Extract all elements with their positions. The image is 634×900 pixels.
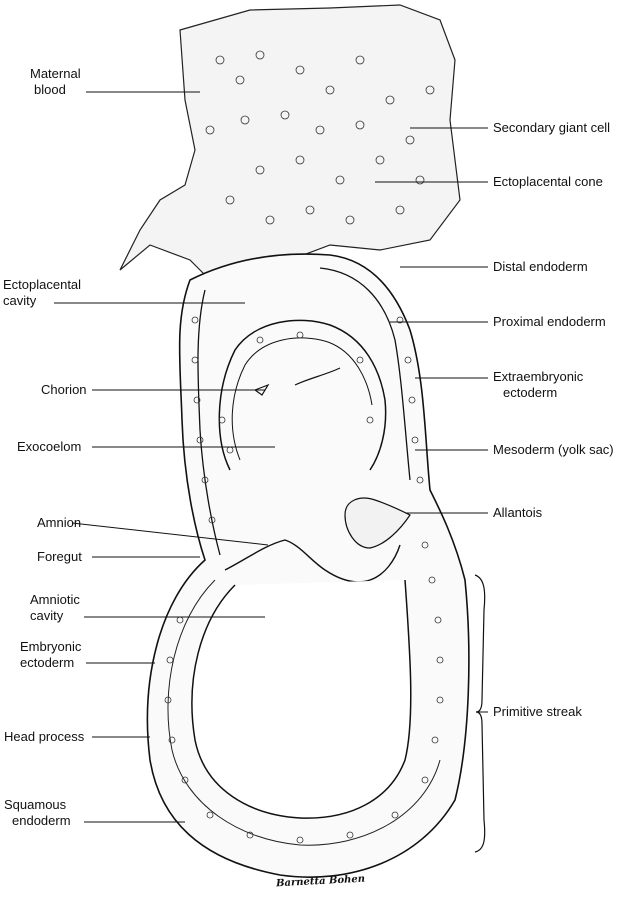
chorion-fold-inner — [231, 337, 373, 461]
label-amniotic-cavity: Amniotic cavity — [30, 592, 80, 624]
label-squamous-endoderm: Squamous endoderm — [4, 797, 71, 829]
label-embryonic-ectoderm-line2: ectoderm — [20, 655, 75, 670]
amnion-membrane — [224, 539, 401, 583]
label-embryonic-ectoderm: Embryonic ectoderm — [20, 639, 81, 671]
embryonic-layer-mid — [167, 579, 441, 846]
label-maternal-blood: Maternal blood — [30, 66, 81, 98]
label-ectoplacental-cavity-line1: Ectoplacental — [3, 277, 82, 292]
label-secondary-giant-cell: Secondary giant cell — [493, 120, 611, 135]
cell-texture — [164, 50, 444, 844]
label-extraembryonic-ectoderm: Extraembryonic ectoderm — [493, 369, 583, 401]
label-ectoplacental-cavity: Ectoplacental cavity — [3, 277, 81, 309]
primitive-streak-bracket — [474, 574, 486, 853]
label-exocoelom: Exocoelom — [17, 439, 82, 454]
label-amniotic-cavity-line1: Amniotic — [30, 592, 80, 607]
label-mesoderm-yolk-sac: Mesoderm (yolk sac) — [493, 442, 614, 457]
label-squamous-endoderm-line1: Squamous — [4, 797, 67, 812]
ectoplacental-cone-mass — [119, 4, 461, 281]
label-ectoplacental-cavity-line2: cavity — [3, 293, 37, 308]
label-ectoplacental-cone: Ectoplacental cone — [493, 174, 603, 189]
label-amniotic-cavity-line2: cavity — [30, 608, 64, 623]
allantois-bud — [344, 497, 411, 549]
label-proximal-endoderm: Proximal endoderm — [493, 314, 606, 329]
label-extraembryonic-ectoderm-line2: ectoderm — [503, 385, 558, 400]
label-squamous-endoderm-line2: endoderm — [12, 813, 71, 828]
label-chorion: Chorion — [41, 382, 87, 397]
label-maternal-blood-line2: blood — [34, 82, 66, 97]
label-allantois: Allantois — [493, 505, 543, 520]
label-head-process: Head process — [4, 729, 85, 744]
label-embryonic-ectoderm-line1: Embryonic — [20, 639, 82, 654]
label-distal-endoderm: Distal endoderm — [493, 259, 588, 274]
chorion-fold — [218, 319, 387, 471]
proximal-endoderm-line — [197, 267, 411, 556]
label-amnion: Amnion — [37, 515, 82, 530]
leader-lines — [54, 91, 488, 823]
label-foregut: Foregut — [37, 549, 82, 564]
embryonic-ectoderm-inner — [191, 579, 412, 819]
label-maternal-blood-line1: Maternal — [30, 66, 81, 81]
label-primitive-streak: Primitive streak — [493, 704, 582, 719]
label-extraembryonic-ectoderm-line1: Extraembryonic — [493, 369, 584, 384]
